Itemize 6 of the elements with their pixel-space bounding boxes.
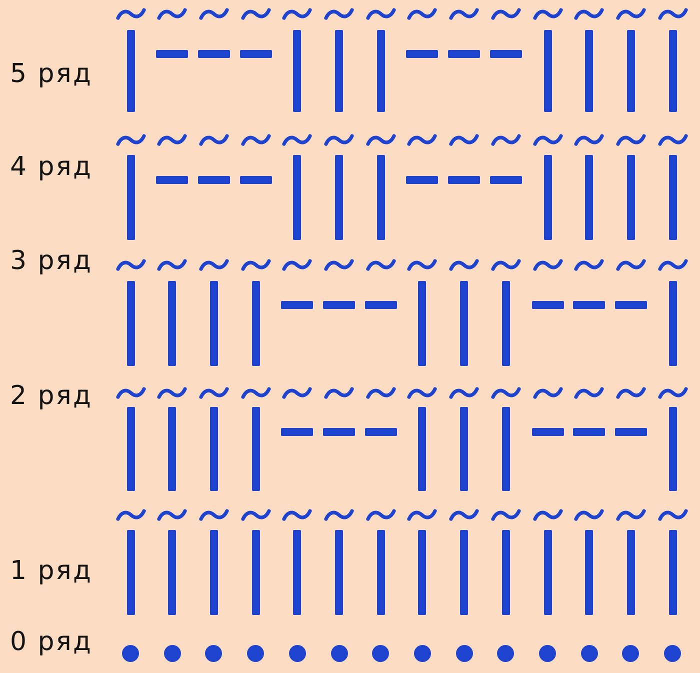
row-label: 4 ряд — [10, 152, 92, 184]
row-label: 5 ряд — [10, 59, 92, 90]
row-label: 2 ряд — [10, 381, 92, 412]
row-label: 3 ряд — [10, 246, 92, 278]
row-label: 0 ряд — [10, 627, 92, 658]
row-label: 1 ряд — [10, 556, 92, 588]
